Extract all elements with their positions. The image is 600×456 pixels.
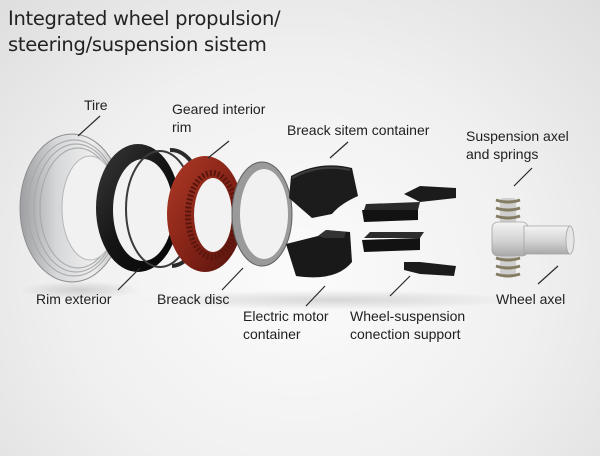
leader-geared-rim — [207, 140, 230, 159]
label-wheel-suspension-support-line-1: Wheel-suspension — [350, 308, 466, 324]
diagram-title: Integrated wheel propulsion/ steering/su… — [8, 6, 281, 58]
title-line-2: steering/suspension sistem — [8, 33, 267, 56]
label-breack-sitem-container: Breack sitem container — [287, 122, 430, 138]
motor-container-part — [286, 230, 352, 278]
label-wheel-suspension-support-line-2: conection support — [350, 326, 461, 342]
leader-breack-container — [329, 141, 349, 159]
label-geared-interior-rim-line-2: rim — [172, 119, 192, 135]
leader-motor-container — [305, 285, 326, 307]
label-suspension-axel-line-1: Suspension axel — [466, 128, 569, 144]
label-electric-motor-container: Electric motor container — [243, 307, 329, 343]
breack-container-part — [289, 165, 358, 218]
label-wheel-suspension-support: Wheel-suspension conection support — [350, 307, 465, 343]
breack-disc-part — [231, 161, 293, 267]
leader-breack-disc — [221, 267, 244, 291]
label-geared-interior-rim-line-1: Geared interior — [172, 101, 266, 117]
rim-exterior-part — [96, 144, 207, 272]
leader-suspension-axel — [513, 167, 533, 187]
leader-rim-exterior — [117, 267, 141, 291]
label-wheel-axel: Wheel axel — [496, 291, 566, 307]
wheel-axel-part — [523, 225, 575, 255]
label-tire: Tire — [84, 97, 108, 113]
leader-wheel-suspension — [389, 275, 411, 297]
suspension-support-bottom-part — [362, 232, 456, 276]
suspension-support-top-part — [362, 186, 456, 222]
leader-lines — [77, 115, 559, 307]
leader-tire — [77, 115, 101, 137]
suspension-axel-part — [491, 198, 529, 278]
leader-wheel-axel — [537, 265, 559, 285]
label-electric-motor-container-line-1: Electric motor — [243, 308, 329, 324]
tire-part — [19, 133, 125, 283]
title-line-1: Integrated wheel propulsion/ — [8, 7, 281, 30]
label-rim-exterior: Rim exterior — [36, 291, 112, 307]
label-geared-interior-rim: Geared interior rim — [172, 100, 265, 136]
label-suspension-axel-line-2: and springs — [466, 146, 539, 162]
label-electric-motor-container-line-2: container — [243, 326, 301, 342]
label-suspension-axel: Suspension axel and springs — [466, 127, 569, 163]
label-breack-disc: Breack disc — [157, 291, 230, 307]
